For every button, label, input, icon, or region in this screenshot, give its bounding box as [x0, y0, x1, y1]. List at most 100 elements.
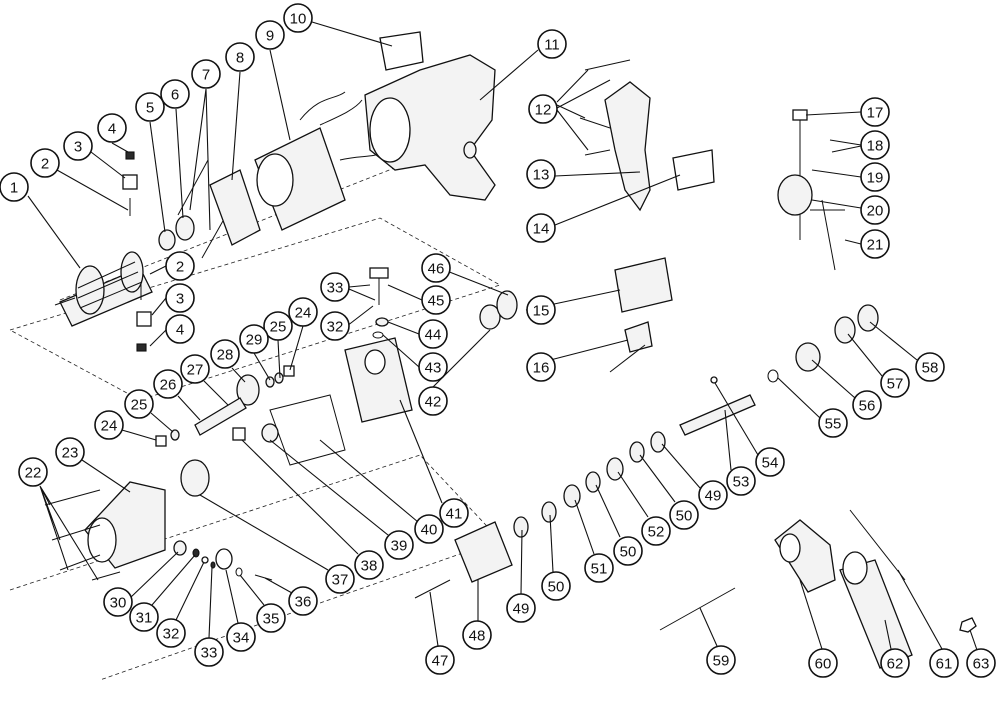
callout-circle [191, 59, 221, 89]
callout-number: 49 [705, 488, 722, 505]
bearing-56 [795, 342, 821, 372]
callout-number: 4 [176, 322, 184, 339]
callout-59: 59 [706, 645, 736, 675]
ring-50a [629, 441, 645, 463]
callout-number: 52 [648, 524, 665, 541]
callout-number: 60 [815, 656, 832, 673]
capacitor [624, 321, 653, 353]
callout-circle [18, 457, 48, 487]
ring-35 [235, 567, 243, 577]
callout-41: 41 [439, 498, 469, 528]
callout-circle [860, 195, 890, 225]
callout-32: 32 [156, 618, 186, 648]
ring-51 [563, 484, 581, 508]
callout-number: 54 [762, 455, 779, 472]
callout-circle [669, 500, 699, 530]
label-plate-10 [379, 31, 424, 71]
bearing-42 [479, 304, 501, 330]
callout-circle [97, 113, 127, 143]
callout-15: 15 [526, 295, 556, 325]
callout-number: 40 [421, 522, 438, 539]
callout-29: 29 [239, 324, 269, 354]
callout-number: 2 [176, 259, 184, 276]
bearing-5 [158, 229, 176, 251]
callout-circle [860, 229, 890, 259]
gear-28 [236, 374, 260, 406]
callout-number: 42 [425, 394, 442, 411]
callout-circle [860, 97, 890, 127]
washer-25b [170, 429, 180, 441]
callout-number: 45 [428, 293, 445, 310]
callout-circle [225, 42, 255, 72]
callout-circle [528, 94, 558, 124]
callout-number: 6 [171, 87, 179, 104]
callout-number: 50 [620, 544, 637, 561]
callout-circle [966, 648, 996, 678]
callout-20: 20 [860, 195, 890, 225]
callout-21: 21 [860, 229, 890, 259]
callout-47: 47 [425, 645, 455, 675]
callout-17: 17 [860, 97, 890, 127]
callout-37: 37 [325, 564, 355, 594]
callout-number: 33 [201, 645, 218, 662]
callout-number: 27 [187, 362, 204, 379]
callout-circle [325, 564, 355, 594]
callout-circle [818, 408, 848, 438]
callout-circle [526, 213, 556, 243]
callout-number: 58 [922, 360, 939, 377]
pin-36 [254, 574, 273, 581]
callout-circle [414, 514, 444, 544]
screw-22b [51, 524, 101, 541]
callout-40: 40 [414, 514, 444, 544]
callout-number: 36 [295, 594, 312, 611]
callout-circle [418, 352, 448, 382]
callout-38: 38 [354, 550, 384, 580]
callout-number: 62 [887, 656, 904, 673]
brush-holder-upper [122, 174, 138, 190]
bushing-39 [261, 423, 279, 443]
callout-18: 18 [860, 130, 890, 160]
callout-51: 51 [584, 553, 614, 583]
handle-cover [579, 59, 715, 212]
callout-number: 15 [533, 303, 550, 320]
callout-circle [425, 645, 455, 675]
callout-circle [880, 368, 910, 398]
stator-field-coil [254, 91, 383, 231]
callout-number: 29 [246, 332, 263, 349]
callout-number: 37 [332, 572, 349, 589]
capacitor-lead [609, 344, 646, 373]
callout-49: 49 [698, 480, 728, 510]
callout-6: 6 [160, 79, 190, 109]
callout-number: 41 [446, 506, 463, 523]
callout-number: 2 [41, 156, 49, 173]
speed-lever-assembly [777, 109, 845, 271]
callout-number: 10 [290, 11, 307, 28]
callout-19: 19 [860, 162, 890, 192]
callout-circle [354, 550, 384, 580]
chuck-screw [414, 579, 451, 599]
callout-11: 11 [537, 29, 567, 59]
spring-32 [201, 556, 209, 564]
callout-number: 31 [136, 610, 153, 627]
callout-circle [541, 571, 571, 601]
callout-number: 25 [131, 397, 148, 414]
callout-3: 3 [63, 131, 93, 161]
nut-63 [959, 617, 977, 633]
bearing-24b [155, 435, 167, 447]
callout-number: 44 [425, 327, 442, 344]
callout-circle [506, 593, 536, 623]
callout-number: 51 [591, 561, 608, 578]
callout-number: 3 [176, 291, 184, 308]
callout-number: 9 [266, 28, 274, 45]
callout-circle [929, 648, 959, 678]
callout-number: 3 [74, 139, 82, 156]
front-housing [84, 481, 166, 569]
callout-27: 27 [180, 354, 210, 384]
callout-48: 48 [462, 620, 492, 650]
callout-45: 45 [421, 285, 451, 315]
bearing-6 [175, 215, 195, 241]
assembly-boundary-lower [9, 454, 501, 681]
callout-number: 55 [825, 416, 842, 433]
